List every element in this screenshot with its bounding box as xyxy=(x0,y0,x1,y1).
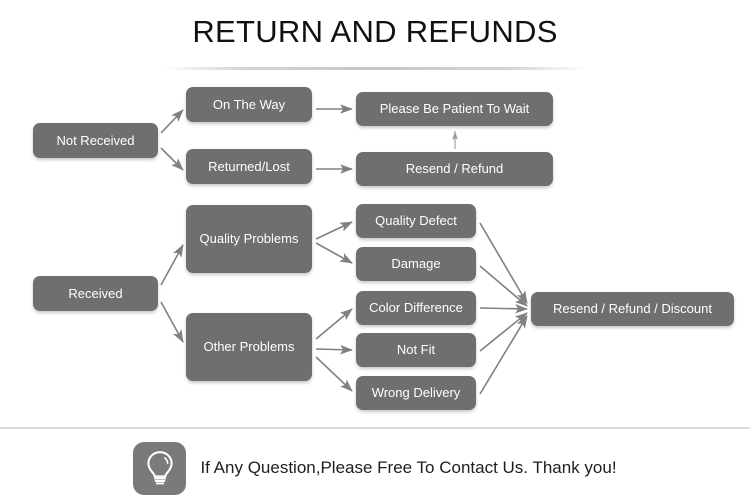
arrow-other-problems-to-color-difference xyxy=(315,308,353,340)
arrow-damage-to-resend-refund-discount xyxy=(479,265,528,307)
arrow-other-problems-to-wrong-delivery xyxy=(315,356,353,392)
flow-node-label: Resend / Refund / Discount xyxy=(553,301,712,317)
flow-node-label: Quality Defect xyxy=(375,213,457,229)
footer-message: If Any Question,Please Free To Contact U… xyxy=(200,458,617,477)
flow-node-resend-refund[interactable]: Resend / Refund xyxy=(356,152,553,186)
flow-node-received[interactable]: Received xyxy=(33,276,158,311)
arrow-not-received-to-on-the-way xyxy=(160,109,184,134)
arrow-received-to-quality-problems xyxy=(160,244,184,286)
flow-node-label: Other Problems xyxy=(203,339,295,355)
flow-node-color-difference[interactable]: Color Difference xyxy=(356,291,476,325)
arrow-quality-problems-to-quality-defect xyxy=(315,221,353,240)
flow-node-label: Damage xyxy=(391,256,441,272)
flow-node-label: Please Be Patient To Wait xyxy=(379,101,530,117)
flow-node-quality-problems[interactable]: Quality Problems xyxy=(186,205,312,273)
flow-node-not-received[interactable]: Not Received xyxy=(33,123,158,158)
flow-node-on-the-way[interactable]: On The Way xyxy=(186,87,312,122)
flow-node-quality-defect[interactable]: Quality Defect xyxy=(356,204,476,238)
flow-node-returned-lost[interactable]: Returned/Lost xyxy=(186,149,312,184)
title-divider xyxy=(163,67,587,70)
flow-node-label: Color Difference xyxy=(369,300,463,316)
flow-node-not-fit[interactable]: Not Fit xyxy=(356,333,476,367)
flow-node-label: Quality Problems xyxy=(199,231,299,247)
flow-node-label: Received xyxy=(68,285,123,301)
arrow-quality-problems-to-damage xyxy=(315,242,353,264)
footer: If Any Question,Please Free To Contact U… xyxy=(0,436,750,500)
flow-node-label: Not Received xyxy=(56,132,135,148)
arrow-not-received-to-returned-lost xyxy=(160,147,184,171)
flow-node-wrong-delivery[interactable]: Wrong Delivery xyxy=(356,376,476,410)
footer-divider xyxy=(0,427,750,429)
flow-node-label: Returned/Lost xyxy=(208,158,290,174)
flow-node-label: Wrong Delivery xyxy=(371,385,461,401)
arrow-received-to-other-problems xyxy=(160,301,184,343)
arrow-quality-defect-to-resend-refund-discount xyxy=(479,222,528,304)
page-title: RETURN AND REFUNDS xyxy=(192,14,558,49)
flow-node-resend-refund-discount[interactable]: Resend / Refund / Discount xyxy=(531,292,734,326)
flow-node-other-problems[interactable]: Other Problems xyxy=(186,313,312,381)
flow-node-label: On The Way xyxy=(212,96,286,112)
arrow-other-problems-to-not-fit xyxy=(315,344,353,355)
flow-node-label: Resend / Refund xyxy=(405,161,504,177)
flow-node-damage[interactable]: Damage xyxy=(356,247,476,281)
arrow-color-difference-to-resend-refund-discount xyxy=(479,303,528,314)
flow-node-please-be-patient-to-wait[interactable]: Please Be Patient To Wait xyxy=(356,92,553,126)
arrow-not-fit-to-resend-refund-discount xyxy=(479,312,528,352)
flow-node-label: Not Fit xyxy=(396,342,436,358)
lightbulb-icon xyxy=(133,441,187,495)
arrow-wrong-delivery-to-resend-refund-discount xyxy=(479,315,528,395)
